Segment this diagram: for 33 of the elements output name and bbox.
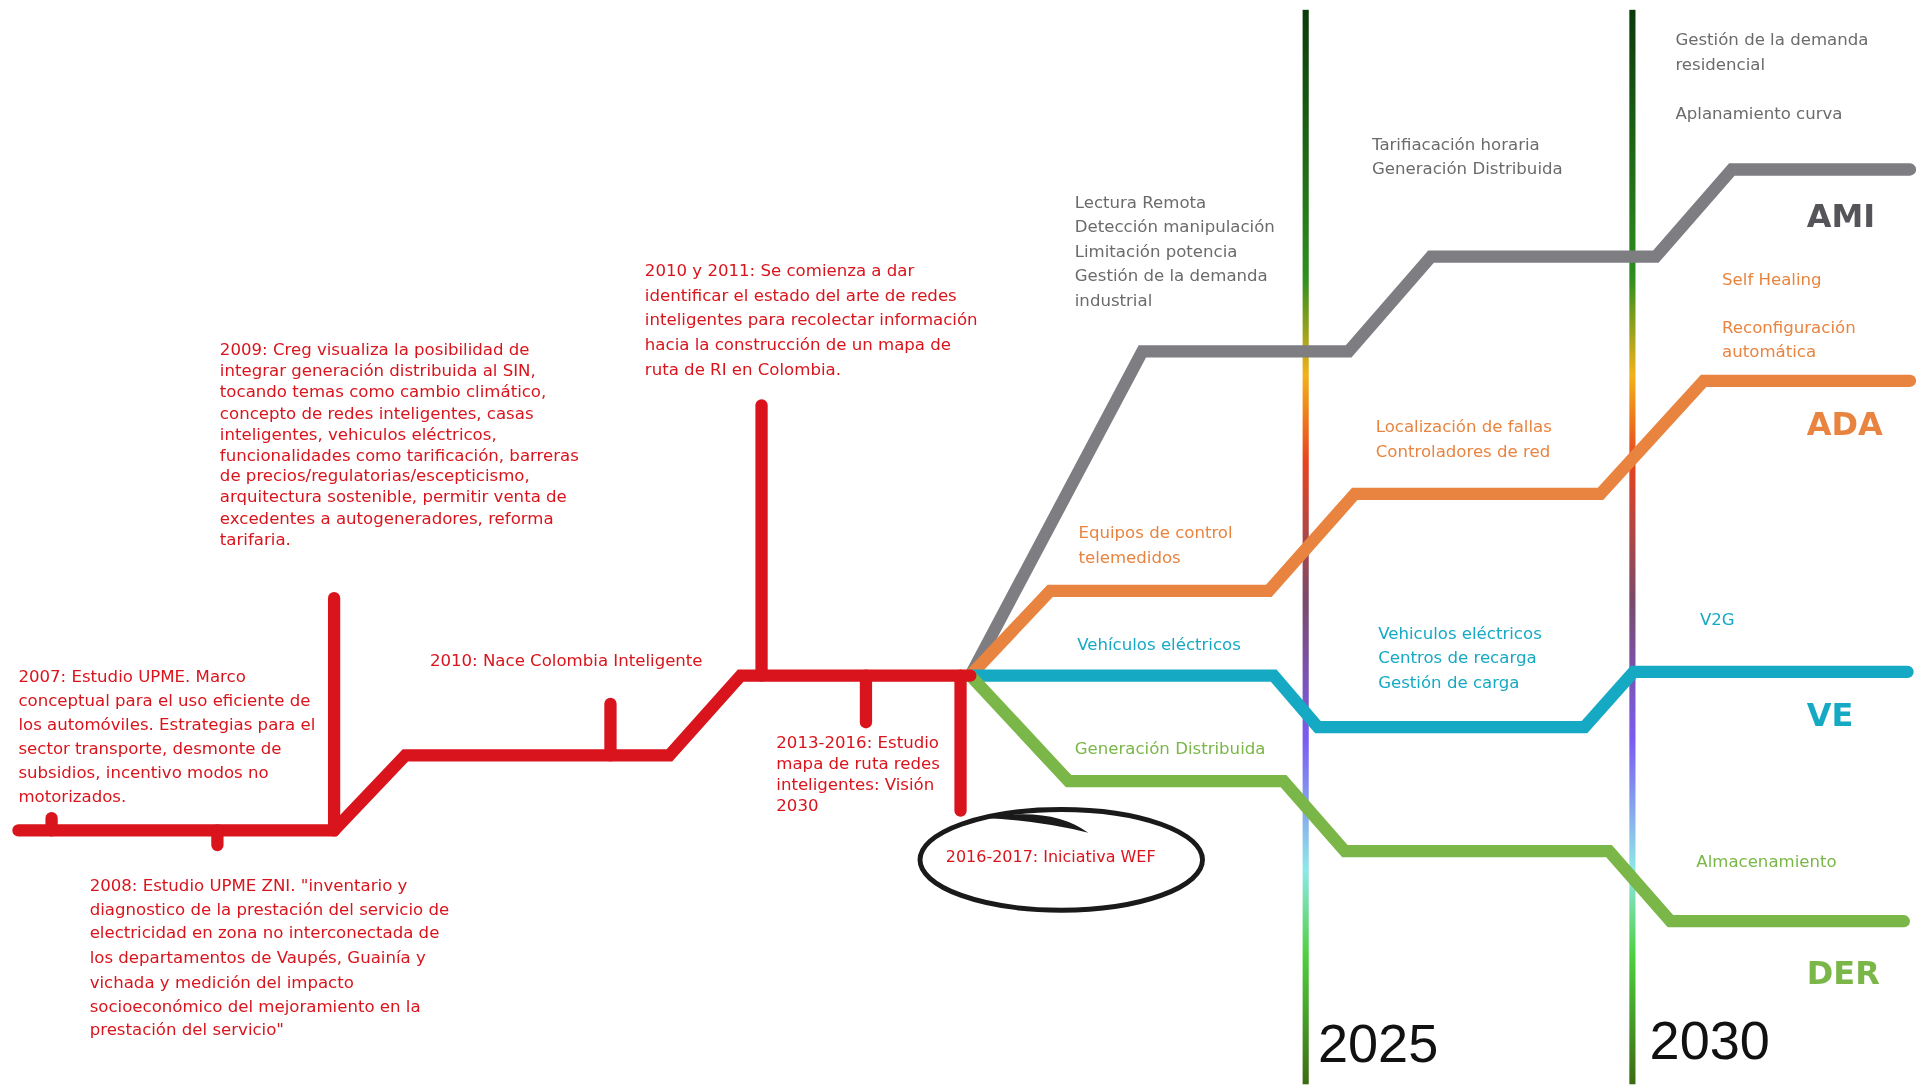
- year-label: 2030: [1649, 1008, 1770, 1072]
- feature-text: Aplanamiento curva: [1675, 102, 1843, 125]
- feature-text: Gestión de la demanda industrial: [1074, 264, 1269, 312]
- feature-text: Self Healing: [1722, 268, 1822, 291]
- year-label: 2025: [1317, 1012, 1439, 1076]
- feature-text: Controladores de red: [1375, 439, 1551, 463]
- milestone-text: 2007: Estudio UPME. Marco conceptual para el uso eficiente de los automóviles. Estrategias para el sector transporte, desmonte de subsidios, incentivo modos no motorizados.: [18, 664, 317, 808]
- feature-text: Localización de fallas: [1375, 415, 1552, 439]
- feature-text: Gestión de carga: [1378, 670, 1520, 694]
- feature-text: Vehiculos eléctricos: [1378, 621, 1542, 645]
- feature-text: Detección manipulación: [1074, 215, 1275, 238]
- feature-text: Gestión de la demanda residencial: [1675, 28, 1870, 76]
- milestone-text: 2009: Creg visualiza la posibilidad de integrar generación distribuida al SIN, tocando temas como cambio climático, concepto de redes inteligentes, casas inteligentes, vehiculos eléctricos, funcionalidades como tarificación, barreras de precios/regulatorias/escepticismo, arquitectura sostenible, permitir venta de excedentes a autogeneradores, reforma tarifaria.: [219, 339, 580, 551]
- track-label: ADA: [1806, 404, 1883, 444]
- milestone-text: 2016-2017: Iniciativa WEF: [945, 846, 1156, 868]
- milestone-text: 2010 y 2011: Se comienza a dar identificar el estado del arte de redes inteligentes para recolectar información hacia la construcción de un mapa de ruta de RI en Colombia.: [644, 259, 979, 381]
- feature-text: Almacenamiento: [1696, 850, 1837, 873]
- milestone-text: 2008: Estudio UPME ZNI. "inventario y diagnostico de la prestación del servicio de electricidad en zona no interconectada de los departamentos de Vaupés, Guainía y vichada y medición del impacto socioeconómico del mejoramiento en la prestación del servicio": [89, 873, 451, 1042]
- feature-text: Reconfiguración automática: [1722, 315, 1857, 364]
- track-label: VE: [1806, 695, 1854, 735]
- milestone-text: 2010: Nace Colombia Inteligente: [429, 648, 703, 672]
- feature-text: Generación Distribuida: [1074, 737, 1266, 760]
- track-label: AMI: [1806, 196, 1876, 236]
- feature-text: Centros de recarga: [1378, 646, 1537, 669]
- feature-text: Equipos de control telemedidos: [1078, 521, 1234, 569]
- feature-text: Limitación potencia: [1074, 239, 1238, 263]
- feature-text: Generación Distribuida: [1372, 157, 1563, 181]
- feature-text: Vehículos eléctricos: [1077, 632, 1241, 656]
- milestone-text: 2013-2016: Estudio mapa de ruta redes inteligentes: Visión 2030: [776, 732, 941, 816]
- feature-text: V2G: [1699, 608, 1735, 631]
- track-label: DER: [1806, 953, 1880, 993]
- feature-text: Tarifiacación horaria: [1372, 132, 1540, 156]
- feature-text: Lectura Remota: [1074, 190, 1207, 214]
